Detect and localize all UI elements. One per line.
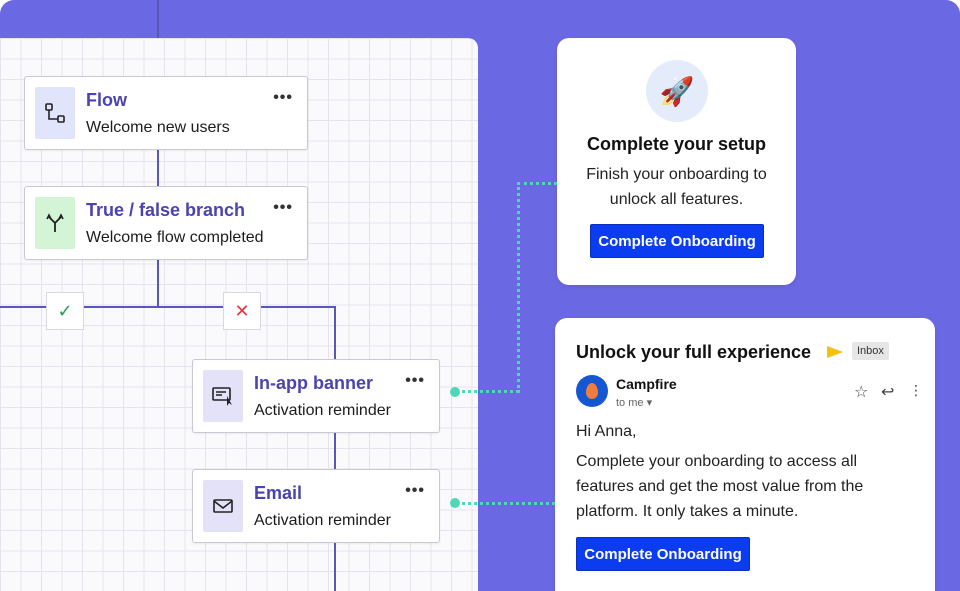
star-icon[interactable]: ☆ [854,384,869,401]
email-preview: Unlock your full experience Inbox Campfi… [555,318,935,591]
node-title: Flow [86,90,127,110]
node-title: Email [254,483,303,503]
banner-icon [203,370,243,422]
sender-name: Campfire [616,376,677,392]
flow-node-email[interactable]: Email Activation reminder ••• [192,469,440,543]
connector-line [334,543,336,591]
reply-icon[interactable]: ↩ [881,384,895,401]
in-app-title: Complete your setup [586,134,767,154]
flow-icon [35,87,75,139]
important-marker-icon[interactable] [827,346,843,358]
connector-line [334,433,336,469]
connector-line [0,306,336,308]
complete-onboarding-button[interactable]: Complete Onboarding [590,224,764,258]
inbox-label[interactable]: Inbox [852,342,889,360]
flow-node-flow[interactable]: Flow Welcome new users ••• [24,76,308,150]
email-subject: Unlock your full experience [576,342,812,362]
true-branch-marker[interactable]: ✓ [46,292,84,330]
node-menu-button[interactable]: ••• [405,482,425,499]
connector-line [334,306,336,359]
email-complete-onboarding-button[interactable]: Complete Onboarding [576,537,750,571]
node-subtitle: Welcome new users [86,119,230,136]
node-title: In-app banner [254,373,374,393]
branch-icon [35,197,75,249]
in-app-body: Finish your onboarding to unlock all fea… [586,166,767,208]
in-app-banner-preview: 🚀 Complete your setup Finish your onboar… [557,38,796,285]
email-body: Complete your onboarding to access all f… [576,453,864,520]
mail-icon [203,480,243,532]
campfire-icon [586,383,598,399]
connector-dotted-line [517,182,557,185]
node-subtitle: Activation reminder [254,402,391,419]
connector-line [157,260,159,307]
recipient-line[interactable]: to me ▾ [616,396,652,409]
flow-builder-canvas: Flow Welcome new users ••• True / false … [0,0,478,591]
false-branch-marker[interactable]: ✕ [223,292,261,330]
connector-line [157,0,159,38]
email-greeting: Hi Anna, [576,423,637,440]
connector-dotted-line [517,182,520,393]
flow-node-in-app-banner[interactable]: In-app banner Activation reminder ••• [192,359,440,433]
rocket-icon: 🚀 [646,60,708,122]
connector-dotted-line [455,390,519,393]
node-title: True / false branch [86,200,246,220]
flow-node-branch[interactable]: True / false branch Welcome flow complet… [24,186,308,260]
node-menu-button[interactable]: ••• [273,89,293,106]
chevron-down-icon: ▾ [646,397,653,409]
connector-dotted-line [455,502,555,505]
avatar [576,375,608,407]
node-subtitle: Activation reminder [254,512,391,529]
connector-line [157,150,159,186]
more-icon[interactable]: ⋮ [909,382,923,398]
node-menu-button[interactable]: ••• [405,372,425,389]
node-subtitle: Welcome flow completed [86,229,264,246]
recipient-text: to me [616,397,644,409]
node-menu-button[interactable]: ••• [273,199,293,216]
